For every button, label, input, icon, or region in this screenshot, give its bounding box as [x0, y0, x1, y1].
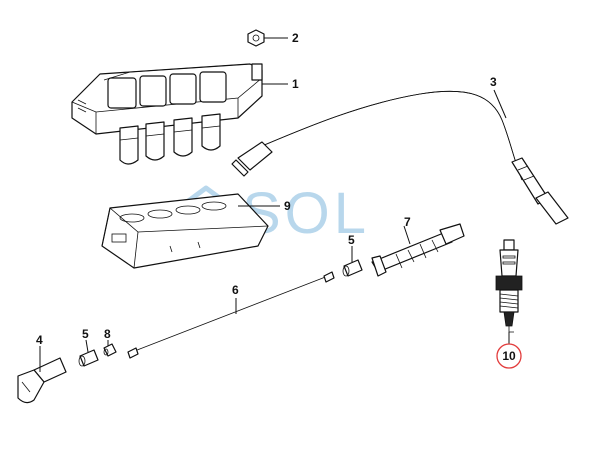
callout-3: 3 [490, 75, 497, 89]
callout-2: 2 [292, 31, 299, 45]
highlight-ring [496, 343, 522, 369]
callout-5-lower: 5 [82, 327, 89, 341]
callout-1: 1 [292, 77, 299, 91]
ignition-wire [127, 271, 335, 359]
callout-8: 8 [104, 327, 111, 341]
angled-plug-boot [17, 357, 67, 404]
spark-plug [495, 239, 523, 333]
rubber-boot-upper [342, 259, 363, 277]
callout-6: 6 [232, 283, 239, 297]
callout-10: 10 [502, 349, 516, 363]
callout-7: 7 [404, 215, 411, 229]
coil-towers [119, 113, 221, 165]
callouts: 1 2 3 9 7 5 6 4 5 8 10 [36, 31, 522, 369]
callout-9: 9 [284, 199, 291, 213]
nut [247, 29, 265, 47]
coil-cover [101, 193, 269, 269]
rubber-boot-lower [78, 349, 99, 367]
callout-4: 4 [36, 333, 43, 347]
leader-lines [39, 37, 510, 372]
spark-plug-connector [371, 223, 465, 277]
sensor-cable [231, 90, 569, 225]
callout-5-upper: 5 [348, 233, 355, 247]
ignition-coil-pack [71, 63, 263, 165]
terminal-sleeve [103, 343, 117, 357]
